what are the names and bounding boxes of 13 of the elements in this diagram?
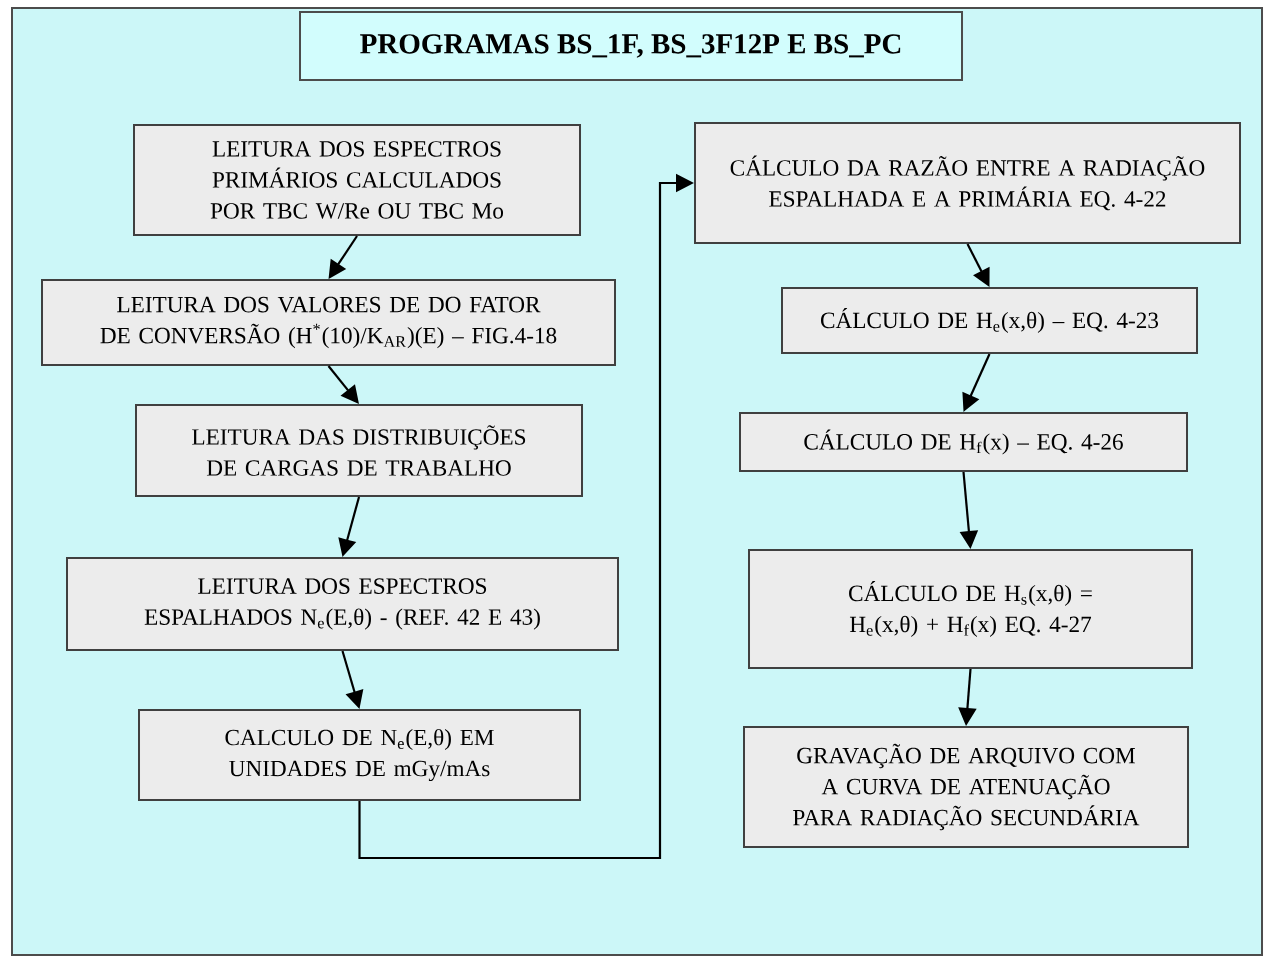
title-box: PROGRAMAS BS_1F, BS_3F12P E BS_PC	[299, 11, 963, 81]
process-box: CÁLCULO DE H$_{f}$(x) – EQ. 4-26	[739, 412, 1188, 472]
process-box: GRAVAÇÃO DE ARQUIVO COM A CURVA DE ATENUAÇÃO PARA RADIAÇÃO SECUNDÁRIA	[743, 726, 1189, 848]
process-box: LEITURA DOS ESPECTROS PRIMÁRIOS CALCULADOS POR TBC W/Re OU TBC Mo	[133, 124, 581, 236]
process-box: LEITURA DAS DISTRIBUIÇÕES DE CARGAS DE TRABALHO	[135, 404, 583, 497]
process-box: LEITURA DOS VALORES DE DO FATOR DE CONVERSÃO (H$^{*}$(10)/K$_{AR}$)(E) – FIG.4-18	[41, 279, 616, 366]
process-box: CALCULO DE N$_{e}$(E,θ) EM UNIDADES DE mGy/mAs	[138, 709, 581, 801]
process-box: LEITURA DOS ESPECTROS ESPALHADOS N$_{e}$(E,θ) - (REF. 42 E 43)	[66, 557, 619, 651]
arrow	[327, 365, 359, 404]
process-box: CÁLCULO DA RAZÃO ENTRE A RADIAÇÃO ESPALHADA E A PRIMÁRIA EQ. 4-22	[694, 122, 1241, 244]
process-box: CÁLCULO DE H$_{e}$(x,θ) – EQ. 4-23	[781, 287, 1198, 354]
arrow	[328, 235, 358, 279]
process-box: CÁLCULO DE H$_{s}$(x,θ) = H$_{e}$(x,θ) + H$_{f}$(x) EQ. 4-27	[748, 549, 1193, 669]
